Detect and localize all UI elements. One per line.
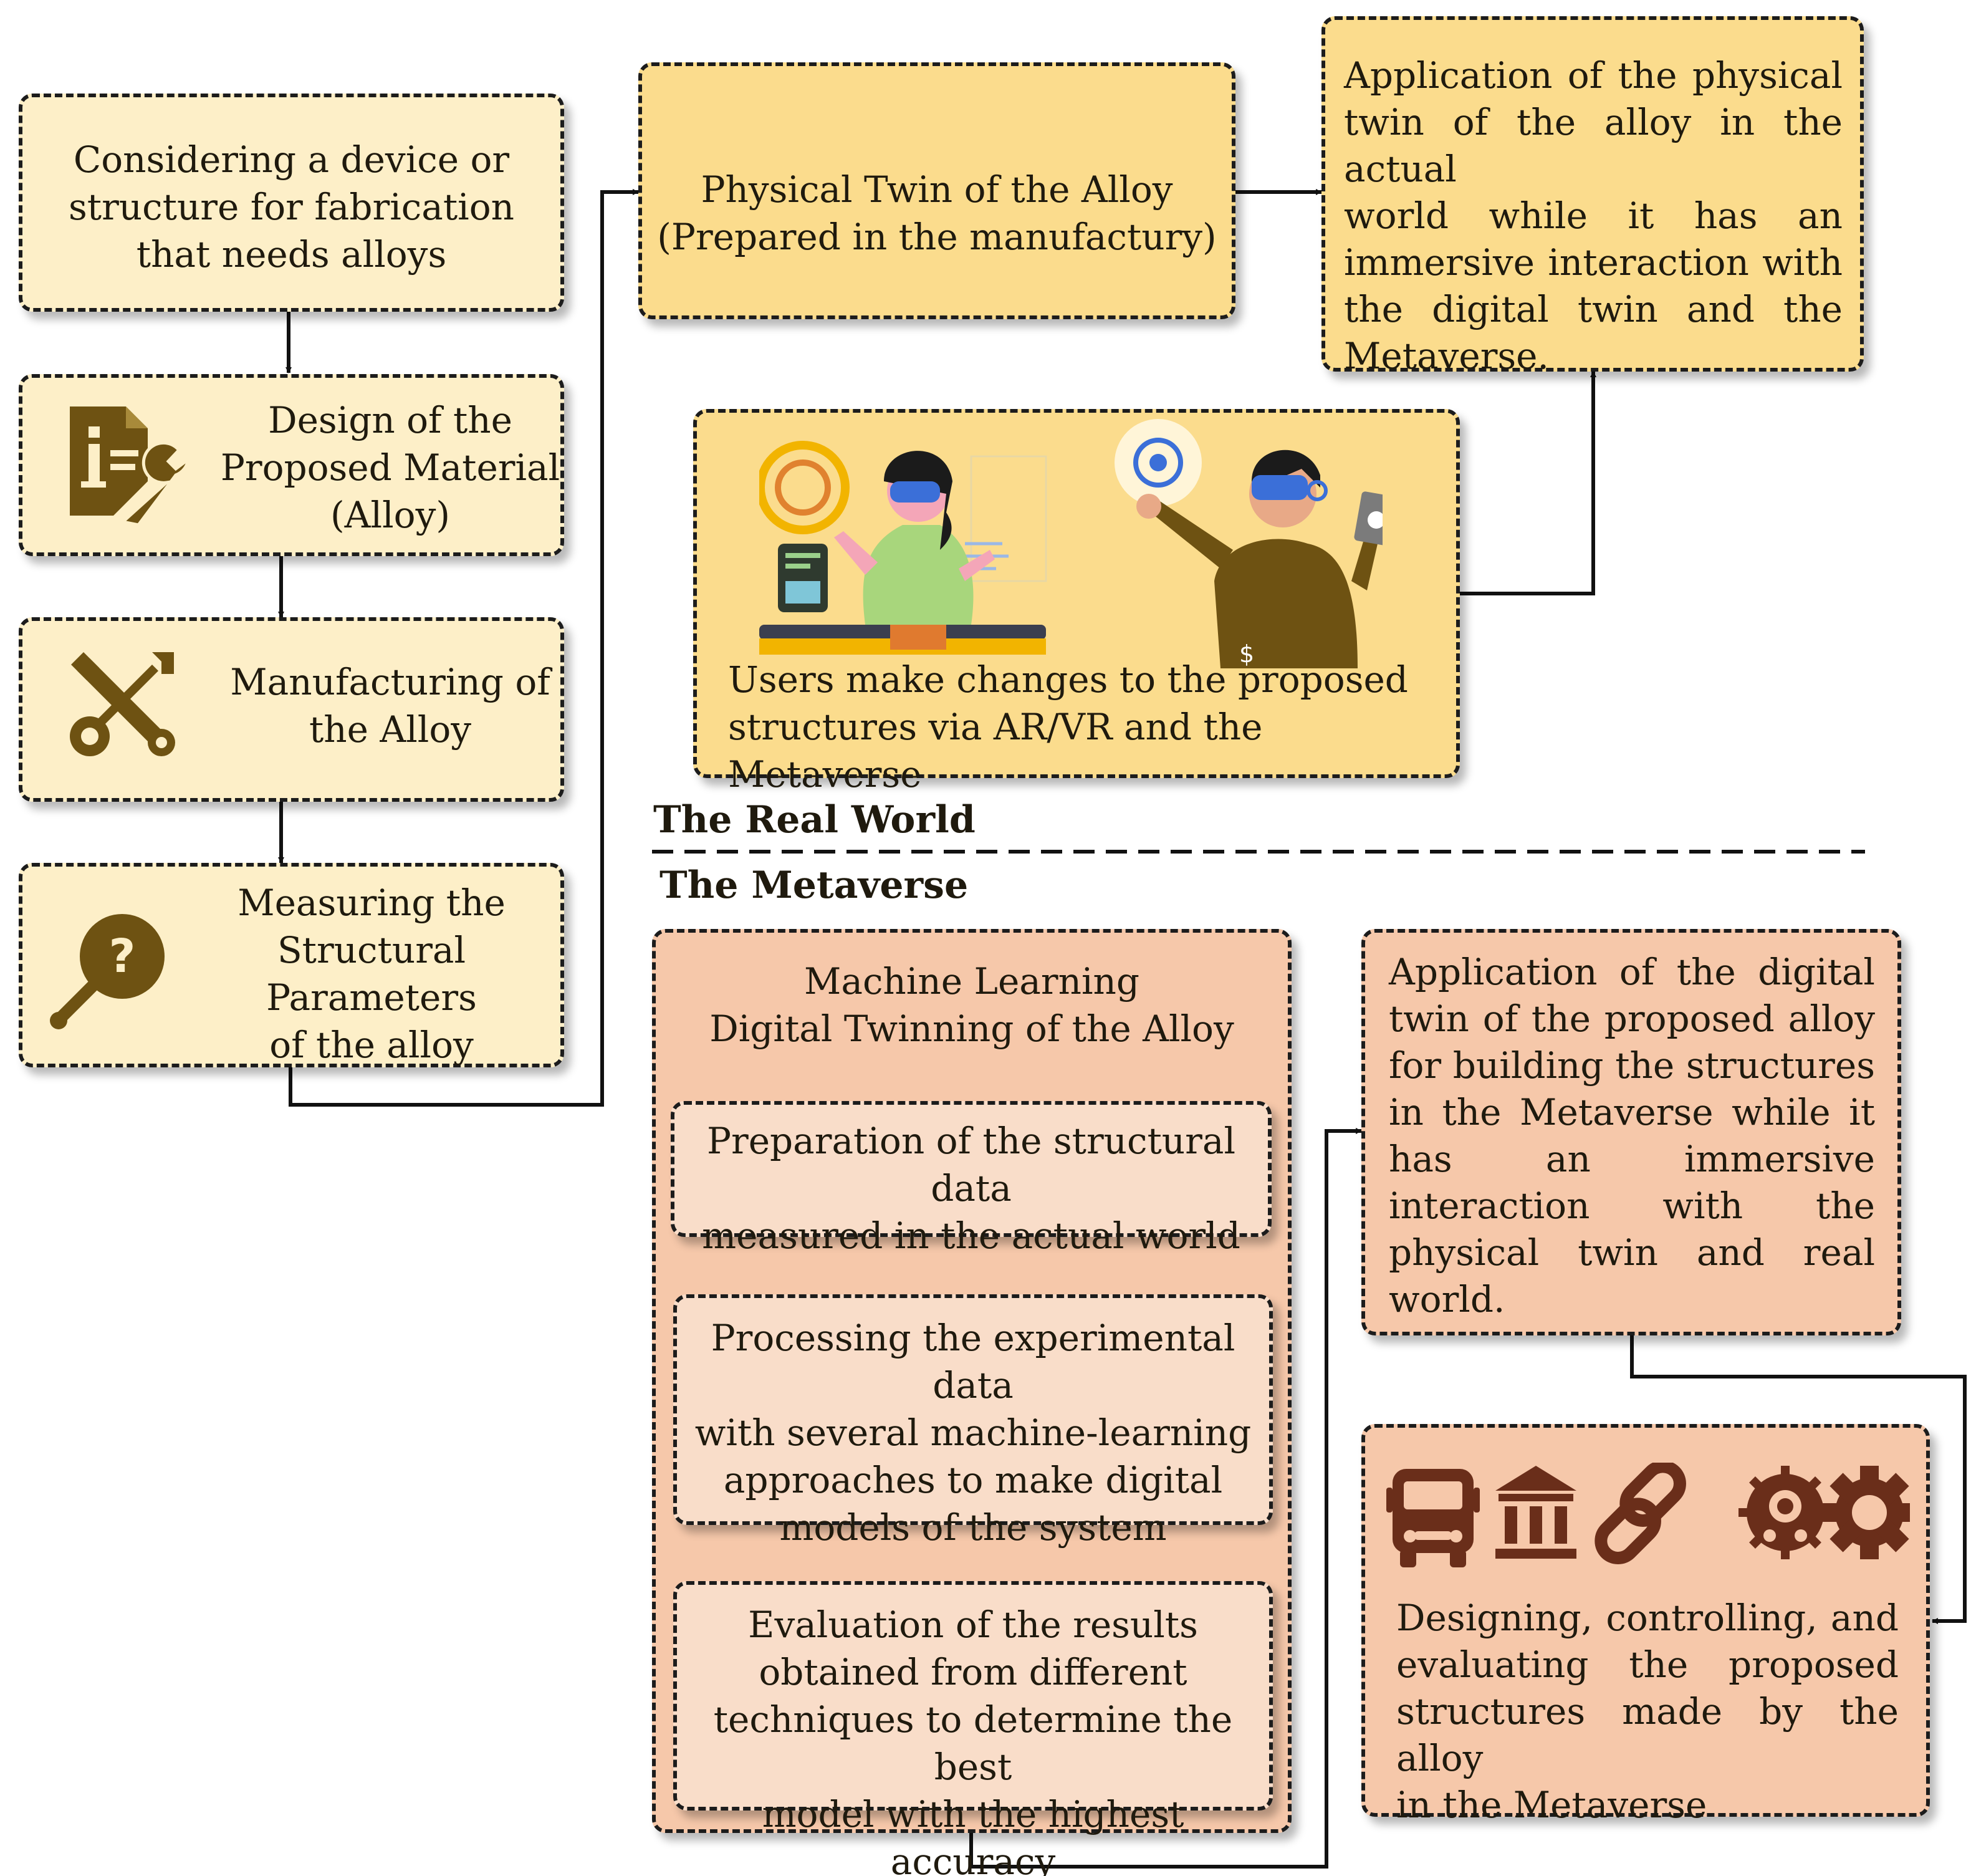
step-device-structure: Considering a device or structure for fa… — [19, 94, 564, 312]
text-line: world while it has an — [1344, 195, 1843, 237]
designing-box: Designing, controlling, and evaluating t… — [1361, 1424, 1930, 1826]
arrow-ml-to-digital-application — [969, 1128, 1362, 1869]
text-line: structure for fabrication — [69, 186, 514, 228]
text-line: twin of the proposed alloy — [1389, 998, 1875, 1040]
text-line: Digital Twinning of the Alloy — [709, 1008, 1234, 1050]
arvr-users-illustration: $ — [759, 419, 1383, 668]
text-line: world. — [1389, 1278, 1505, 1320]
document-wrench-icon — [70, 406, 188, 525]
text-line: (Alloy) — [330, 494, 450, 536]
text-line: Measuring the — [237, 882, 506, 924]
text-line: Preparation of the structural data — [706, 1120, 1236, 1210]
digital-application-text: Application of the digital twin of the p… — [1389, 949, 1875, 1323]
gear-icon — [1823, 1466, 1910, 1559]
text-line: Application of the physical — [1344, 54, 1843, 97]
ml-step-preparation-text: Preparation of the structural data measu… — [674, 1117, 1268, 1259]
step-measuring: ? Measuring the Structural Parameters of… — [19, 863, 564, 1067]
text-line: Manufacturing of — [230, 661, 550, 703]
magnifier-question-icon: ? — [50, 914, 165, 1029]
text-line: Designing, controlling, and — [1396, 1597, 1899, 1639]
text-line: Metaverse. — [1344, 335, 1549, 377]
ml-step-processing: Processing the experimental data with se… — [673, 1294, 1273, 1549]
step-manufacturing-text: Manufacturing of the Alloy — [209, 658, 571, 753]
text-line: twin of the alloy in the actual — [1344, 101, 1843, 190]
link-icon — [1595, 1463, 1686, 1564]
text-line: Considering a device or — [73, 138, 510, 181]
structure-icons-row — [1386, 1463, 1910, 1567]
text-line: Proposed Material — [220, 446, 560, 489]
physical-application-box: Application of the physical twin of the … — [1321, 16, 1864, 377]
text-line: structures made by the alloy — [1396, 1690, 1899, 1779]
physical-twin-box: Physical Twin of the Alloy (Prepared in … — [638, 62, 1235, 319]
text-line: for building the structures — [1389, 1044, 1875, 1087]
text-line: structures via AR/VR and the Metaverse — [728, 706, 1263, 796]
gear-chip-icon — [1738, 1466, 1832, 1559]
text-line: the Alloy — [309, 708, 472, 751]
text-line: approaches to make digital — [723, 1459, 1223, 1501]
text-line: model with the highest accuracy — [762, 1793, 1184, 1876]
arrow-digital-application-to-designing — [1630, 1335, 1967, 1624]
text-line: Design of the — [268, 399, 512, 441]
text-line: of the alloy — [269, 1024, 474, 1066]
text-line: evaluating the proposed — [1396, 1643, 1899, 1686]
text-line: the digital twin and the — [1344, 288, 1843, 330]
metaverse-label: The Metaverse — [659, 863, 969, 907]
ml-step-evaluation: Evaluation of the results obtained from … — [673, 1581, 1273, 1876]
text-line: Physical Twin of the Alloy — [701, 168, 1173, 211]
users-arvr-text: Users make changes to the proposed struc… — [728, 656, 1445, 798]
svg-text:$: $ — [1239, 640, 1254, 668]
users-arvr-box: $ Users make changes to the proposed str… — [693, 409, 1460, 796]
text-line: interaction with the — [1389, 1185, 1875, 1227]
ml-step-evaluation-text: Evaluation of the results obtained from … — [677, 1601, 1269, 1876]
ml-title: Machine Learning Digital Twinning of the… — [656, 958, 1288, 1052]
text-line: (Prepared in the manufactury) — [657, 216, 1217, 258]
tools-icon — [70, 652, 175, 756]
text-line: Structural Parameters — [266, 929, 477, 1019]
physical-application-text: Application of the physical twin of the … — [1344, 52, 1843, 380]
step-design-material: Design of the Proposed Material (Alloy) — [19, 374, 564, 556]
step-device-structure-text: Considering a device or structure for fa… — [22, 136, 560, 278]
text-line: in the Metaverse — [1396, 1784, 1707, 1826]
step-design-material-text: Design of the Proposed Material (Alloy) — [209, 397, 571, 539]
text-line: immersive interaction with — [1344, 241, 1843, 284]
text-line: in the Metaverse while it — [1389, 1091, 1875, 1133]
designing-text: Designing, controlling, and evaluating t… — [1396, 1595, 1899, 1829]
text-line: Processing the experimental data — [711, 1317, 1235, 1407]
text-line: Users make changes to the proposed — [728, 658, 1408, 701]
physical-twin-text: Physical Twin of the Alloy (Prepared in … — [642, 166, 1232, 261]
arrow-users-to-application — [1460, 371, 1596, 595]
step-measuring-text: Measuring the Structural Parameters of t… — [172, 879, 571, 1069]
text-line: with several machine-learning — [694, 1412, 1252, 1454]
text-line: Application of the digital — [1389, 951, 1875, 993]
digital-application-box: Application of the digital twin of the p… — [1361, 929, 1901, 1335]
real-world-label: The Real World — [653, 798, 976, 842]
text-line: physical twin and real — [1389, 1231, 1875, 1274]
text-line: obtained from different — [759, 1651, 1187, 1693]
bank-icon — [1495, 1466, 1576, 1559]
text-line: techniques to determine the best — [713, 1698, 1233, 1788]
ml-step-processing-text: Processing the experimental data with se… — [677, 1314, 1269, 1551]
text-line: has an immersive — [1389, 1138, 1875, 1180]
text-line: that needs alloys — [136, 233, 447, 276]
svg-text:?: ? — [109, 930, 136, 983]
arrow-measure-to-physical-twin — [289, 189, 639, 1107]
step-manufacturing: Manufacturing of the Alloy — [19, 617, 564, 802]
bus-icon — [1386, 1469, 1480, 1567]
text-line: Machine Learning — [803, 960, 1139, 1003]
text-line: measured in the actual world — [702, 1215, 1240, 1257]
ml-step-preparation: Preparation of the structural data measu… — [671, 1101, 1272, 1257]
text-line: Evaluation of the results — [748, 1604, 1198, 1646]
text-line: models of the system — [779, 1506, 1167, 1549]
